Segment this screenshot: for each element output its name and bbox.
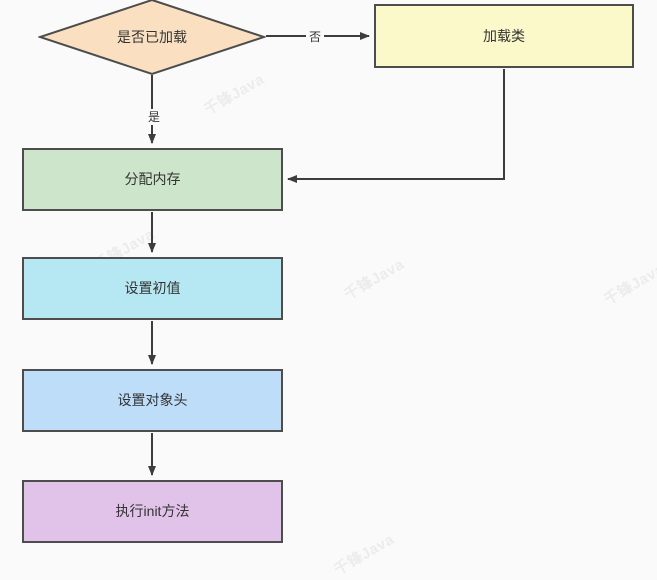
node-set-default-values[interactable]: 设置初值	[22, 257, 283, 320]
node-load-class[interactable]: 加载类	[374, 4, 634, 68]
node-set-object-header-label: 设置对象头	[117, 392, 188, 409]
edge-label-no: 否	[306, 29, 325, 45]
diamond-shape	[38, 0, 266, 76]
watermark-text: 千锋Java	[601, 260, 657, 309]
edge-label-yes: 是	[145, 109, 164, 125]
node-execute-init[interactable]: 执行init方法	[22, 480, 283, 543]
edge-load-class-to-allocate-memory	[287, 69, 505, 183]
watermark-text: 千锋Java	[331, 530, 398, 579]
node-check-loaded[interactable]: 是否已加载	[38, 0, 266, 76]
node-load-class-label: 加载类	[483, 27, 525, 44]
node-set-default-values-label: 设置初值	[124, 280, 181, 297]
node-allocate-memory[interactable]: 分配内存	[22, 148, 283, 211]
node-check-loaded-label: 是否已加载	[117, 29, 187, 45]
node-set-object-header[interactable]: 设置对象头	[22, 369, 283, 432]
watermark-text: 千锋Java	[341, 255, 408, 304]
node-execute-init-label: 执行init方法	[115, 503, 190, 520]
node-allocate-memory-label: 分配内存	[124, 171, 181, 188]
